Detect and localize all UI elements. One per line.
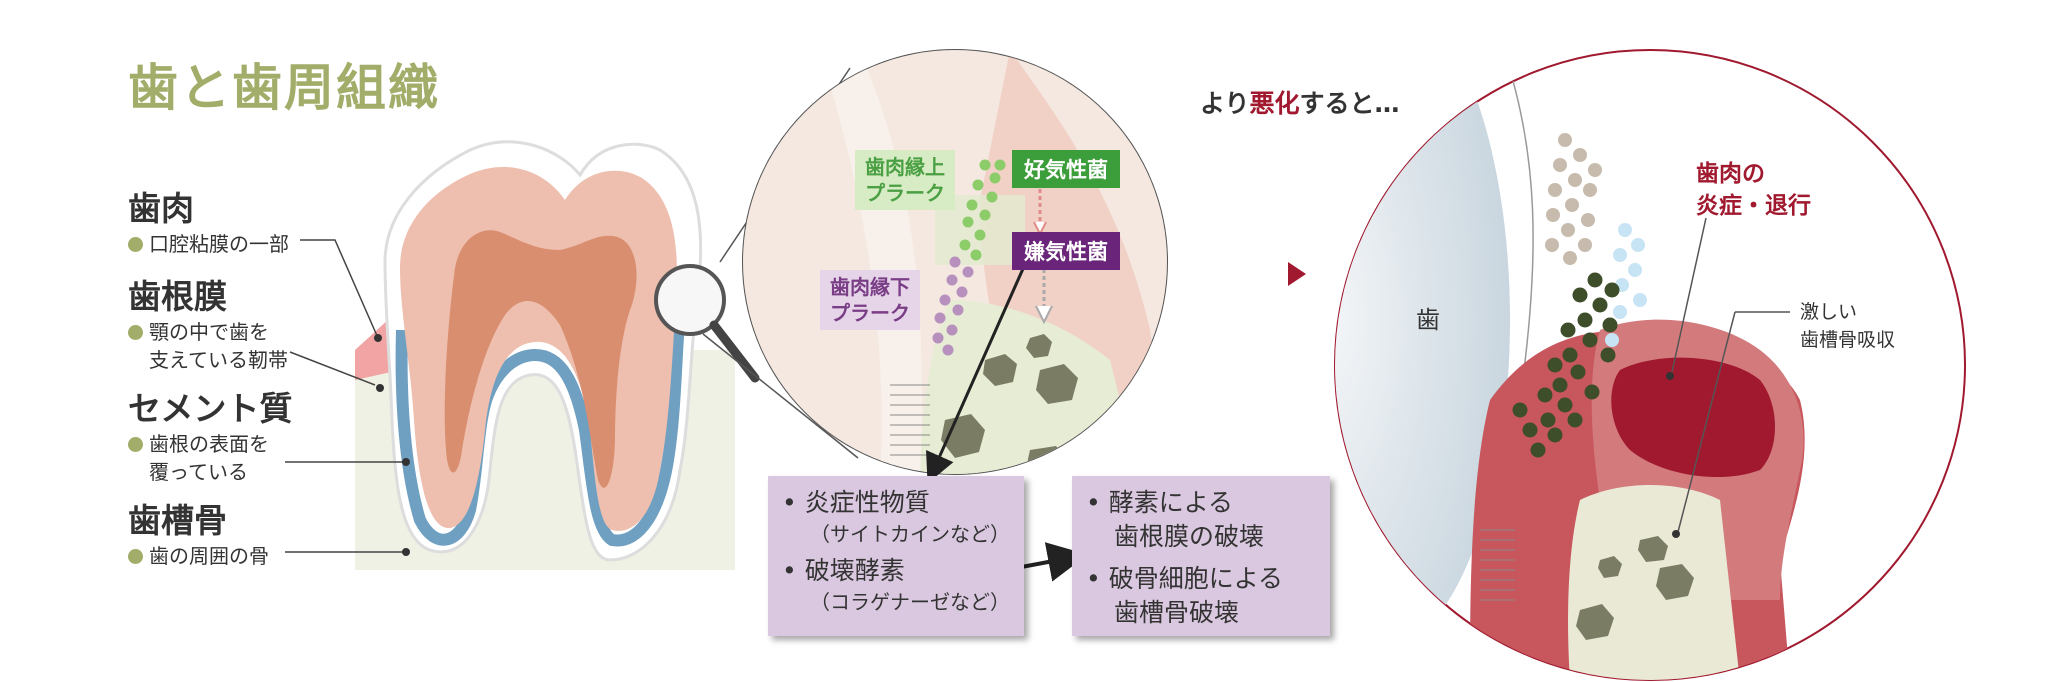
- aerobic-bacteria-tag: 好気性菌: [1012, 150, 1120, 188]
- sub-gingival-plaque-label: 歯肉縁下プラーク: [820, 270, 920, 330]
- tooth-label: 歯: [1416, 306, 1440, 334]
- tooth-illustration: [355, 67, 859, 570]
- worsened-circle: [1334, 49, 1966, 681]
- bone-resorption-label: 激しい歯槽骨吸収: [1800, 301, 1896, 351]
- anaerobic-bacteria-tag: 嫌気性菌: [1012, 232, 1120, 270]
- tooth-pulp: [444, 230, 637, 488]
- legend-leaders: [285, 239, 405, 553]
- legend-periodontal-ligament: 歯根膜 顎の中で歯を 支えている靭帯: [128, 270, 288, 374]
- legend-desc: 覆っている: [149, 460, 248, 484]
- page-title: 歯と歯周組織: [128, 59, 440, 117]
- legend-alveolar-bone: 歯槽骨 歯の周囲の骨: [128, 494, 269, 570]
- box-item-cont: 歯槽骨破壊: [1114, 598, 1240, 627]
- legend-name: セメント質: [128, 389, 293, 428]
- legend-gum: 歯肉 口腔粘膜の一部: [128, 182, 289, 258]
- bullet-icon: [128, 325, 143, 340]
- box-item-cont: 歯根膜の破壊: [1114, 522, 1265, 551]
- bullet-icon: [128, 549, 143, 564]
- magnifier-lens: [654, 264, 726, 336]
- box-item: • 炎症性物質: [782, 488, 930, 517]
- legend-name: 歯槽骨: [128, 501, 227, 540]
- legend-leader-dots: [374, 334, 410, 556]
- box-tissue-destruction: • 酵素による 歯根膜の破壊 • 破骨細胞による 歯槽骨破壊: [1072, 476, 1330, 636]
- magnifier-handle: [709, 320, 760, 383]
- box-item: • 破壊酵素: [782, 556, 905, 585]
- gum-inflammation-label: 歯肉の炎症・退行: [1696, 161, 1811, 219]
- legend-desc: 口腔粘膜の一部: [128, 230, 289, 258]
- box-note: （コラゲナーゼなど）: [810, 590, 1010, 614]
- tooth-surface: [1335, 50, 1510, 650]
- legend-name: 歯根膜: [128, 277, 227, 316]
- worsening-caption: より悪化すると…: [1200, 89, 1400, 118]
- supra-gingival-plaque-label: 歯肉縁上プラーク: [855, 150, 955, 210]
- legend-desc: 歯根の表面を: [128, 430, 292, 458]
- legend-desc: 顎の中で歯を: [128, 318, 288, 346]
- box-note: （サイトカインなど）: [810, 522, 1010, 546]
- legend-desc: 歯の周囲の骨: [128, 542, 269, 570]
- legend-desc: 支えている靭帯: [149, 348, 288, 372]
- next-arrow-icon: [1288, 262, 1306, 286]
- bullet-icon: [128, 437, 143, 452]
- legend-cementum: セメント質 歯根の表面を 覆っている: [128, 382, 292, 486]
- box-item: • 破骨細胞による: [1086, 564, 1283, 593]
- arrow-to-box1: [926, 261, 1028, 484]
- box-item: • 酵素による: [1086, 488, 1233, 517]
- bullet-icon: [128, 237, 143, 252]
- cementum: [395, 309, 686, 547]
- legend-name: 歯肉: [128, 189, 194, 228]
- arrow-box1-to-box2: [1015, 542, 1088, 582]
- box-inflammatory-substances: • 炎症性物質 （サイトカインなど） • 破壊酵素 （コラゲナーゼなど）: [768, 476, 1024, 636]
